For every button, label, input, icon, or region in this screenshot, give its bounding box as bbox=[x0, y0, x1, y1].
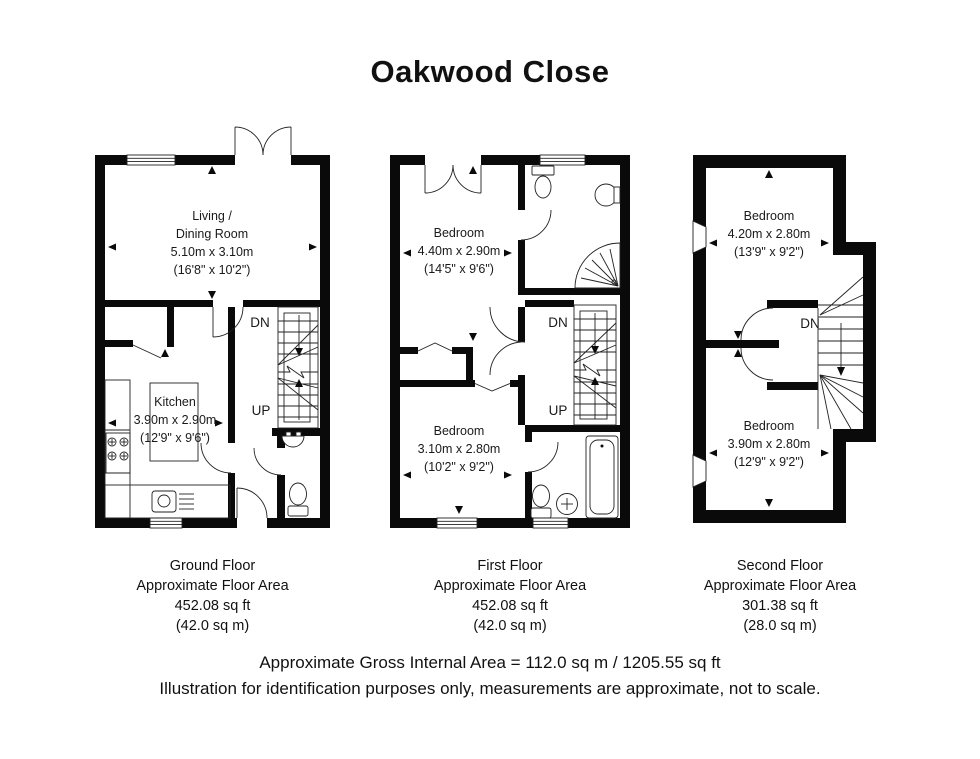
room-imperial: (12'9" x 9'2") bbox=[734, 455, 804, 469]
stairs-dn-label: DN bbox=[800, 316, 820, 331]
bedroom1-label: Bedroom 4.20m x 2.80m (13'9" x 9'2") bbox=[728, 209, 811, 259]
room-metric: 4.40m x 2.90m bbox=[418, 244, 501, 258]
room-metric: 5.10m x 3.10m bbox=[171, 245, 254, 259]
room-metric: 3.10m x 2.80m bbox=[418, 442, 501, 456]
caption-floor-name: Ground Floor bbox=[169, 558, 256, 574]
second-stairs bbox=[817, 276, 864, 430]
room-imperial: (10'2" x 9'2") bbox=[424, 460, 494, 474]
caption-area-sqm: (42.0 sq m) bbox=[175, 618, 250, 634]
ground-stairs bbox=[277, 306, 319, 429]
caption-subtitle: Approximate Floor Area bbox=[433, 578, 587, 594]
room-metric: 3.90m x 2.80m bbox=[728, 437, 811, 451]
room-name: Kitchen bbox=[154, 395, 196, 409]
first-doors bbox=[417, 155, 559, 473]
second-windows bbox=[692, 220, 707, 488]
wc-toilet-icon bbox=[287, 482, 309, 517]
bedroom2-label: Bedroom 3.90m x 2.80m (12'9" x 9'2") bbox=[728, 419, 811, 469]
shower-room-fixtures bbox=[531, 165, 621, 289]
footer-disclaimer: Approximate Gross Internal Area = 112.0 … bbox=[0, 650, 980, 702]
bedroom1-label: Bedroom 4.40m x 2.90m (14'5" x 9'6") bbox=[418, 226, 501, 276]
stairs-dn-label: DN bbox=[250, 315, 270, 330]
second-measure-arrows bbox=[709, 170, 829, 507]
bathroom-fixtures bbox=[530, 435, 619, 519]
caption-subtitle: Approximate Floor Area bbox=[136, 578, 289, 594]
wc-basin-icon bbox=[281, 431, 305, 448]
ground-doors bbox=[132, 126, 292, 528]
caption-floor-name: First Floor bbox=[477, 558, 543, 574]
ground-floor-caption: Ground Floor Approximate Floor Area 452.… bbox=[95, 556, 330, 636]
caption-area-sqm: (42.0 sq m) bbox=[473, 618, 547, 634]
caption-area-sqft: 301.38 sq ft bbox=[742, 598, 818, 614]
first-walls bbox=[390, 155, 630, 528]
bedroom2-label: Bedroom 3.10m x 2.80m (10'2" x 9'2") bbox=[418, 424, 501, 474]
ground-windows bbox=[126, 154, 183, 529]
first-windows bbox=[436, 154, 586, 529]
caption-floor-name: Second Floor bbox=[736, 558, 824, 574]
stairs-up-label: UP bbox=[549, 403, 568, 418]
ground-floor-plan: Living / Dining Room 5.10m x 3.10m (16'8… bbox=[95, 126, 330, 529]
sink-icon bbox=[151, 490, 194, 513]
stairs-dn-label: DN bbox=[548, 315, 568, 330]
second-floor-plan: Bedroom 4.20m x 2.80m (13'9" x 9'2") Bed… bbox=[692, 155, 876, 523]
second-walls bbox=[693, 155, 876, 523]
caption-subtitle: Approximate Floor Area bbox=[703, 578, 857, 594]
kitchen-label: Kitchen 3.90m x 2.90m (12'9" x 9'6") bbox=[134, 395, 217, 445]
room-imperial: (14'5" x 9'6") bbox=[424, 262, 494, 276]
first-floor-plan: Bedroom 4.40m x 2.90m (14'5" x 9'6") Bed… bbox=[390, 154, 630, 529]
kitchen-island bbox=[149, 382, 199, 462]
page-title: Oakwood Close bbox=[370, 54, 610, 89]
room-name: Bedroom bbox=[744, 419, 795, 433]
living-room-label: Living / Dining Room 5.10m x 3.10m (16'8… bbox=[171, 209, 254, 277]
ground-walls bbox=[95, 155, 330, 528]
room-name: Bedroom bbox=[434, 424, 485, 438]
second-floor-caption: Second Floor Approximate Floor Area 301.… bbox=[665, 556, 895, 636]
hob-icon bbox=[105, 432, 131, 474]
first-floor-caption: First Floor Approximate Floor Area 452.0… bbox=[390, 556, 630, 636]
gross-internal-area: Approximate Gross Internal Area = 112.0 … bbox=[259, 653, 721, 672]
caption-area-sqft: 452.08 sq ft bbox=[174, 598, 251, 614]
room-name: Bedroom bbox=[434, 226, 485, 240]
first-measure-arrows bbox=[403, 166, 512, 514]
room-name2: Dining Room bbox=[176, 227, 248, 241]
room-imperial: (13'9" x 9'2") bbox=[734, 245, 804, 259]
room-imperial: (12'9" x 9'6") bbox=[140, 431, 210, 445]
stairs-up-label: UP bbox=[252, 403, 271, 418]
caption-area-sqm: (28.0 sq m) bbox=[743, 618, 817, 634]
room-name: Bedroom bbox=[744, 209, 795, 223]
room-name: Living / bbox=[192, 209, 232, 223]
room-imperial: (16'8" x 10'2") bbox=[174, 263, 251, 277]
room-metric: 4.20m x 2.80m bbox=[728, 227, 811, 241]
caption-area-sqft: 452.08 sq ft bbox=[472, 598, 548, 614]
disclaimer-text: Illustration for identification purposes… bbox=[159, 679, 821, 698]
first-stairs bbox=[573, 304, 617, 426]
second-doors bbox=[740, 307, 774, 381]
ground-measure-arrows bbox=[108, 166, 317, 427]
room-metric: 3.90m x 2.90m bbox=[134, 413, 217, 427]
